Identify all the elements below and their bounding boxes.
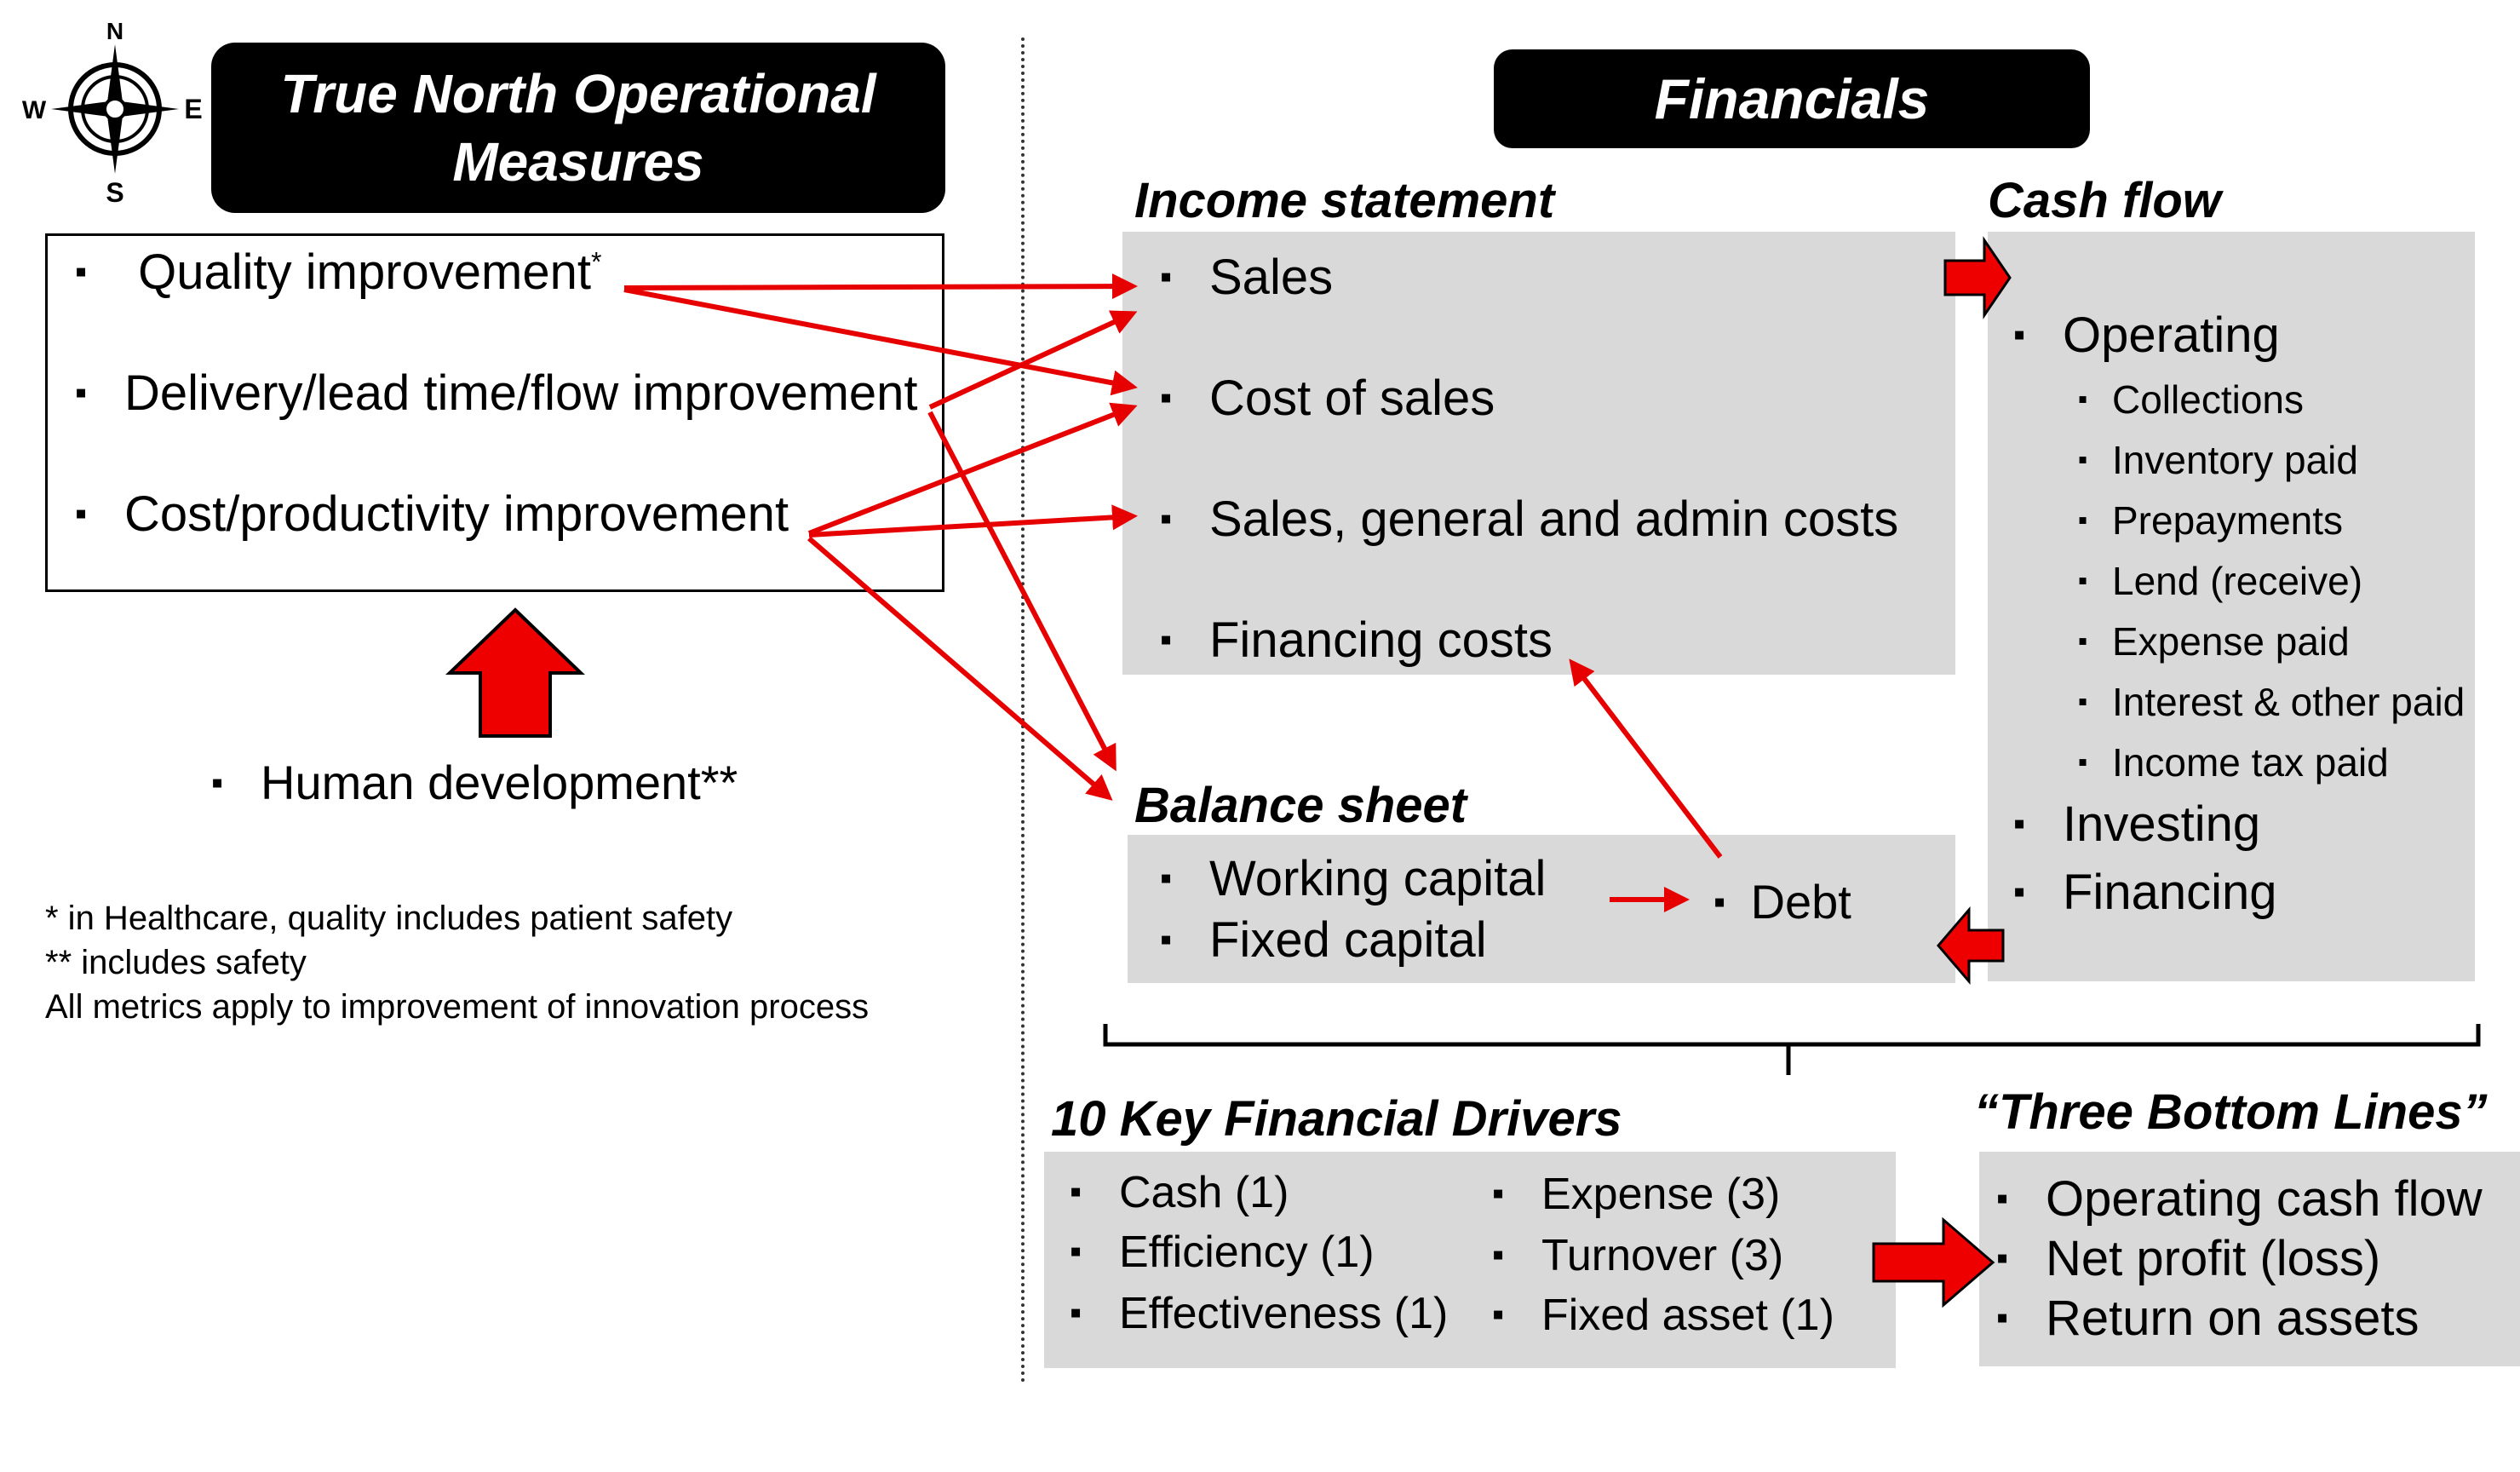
measure-quality-label: Quality improvement	[138, 244, 591, 300]
operational-title-line1: True North Operational	[280, 63, 876, 124]
cash-financing: Financing	[2013, 864, 2276, 921]
cash-operating: Operating	[2013, 307, 2280, 364]
arrow-income-to-cash-icon	[1943, 236, 2012, 319]
driver-efficiency: Efficiency (1)	[1070, 1227, 1375, 1278]
cash-expense-paid: Expense paid	[2078, 618, 2350, 664]
arrow-cost-to-sga	[808, 504, 1138, 538]
operational-measures-box	[45, 233, 944, 592]
measure-quality: Quality improvement*	[75, 244, 601, 301]
arrow-debt-to-financing-costs	[1569, 658, 1723, 859]
balance-debt-label: Debt	[1750, 875, 1851, 929]
grouping-brace	[1103, 1024, 2481, 1075]
balance-working-capital: Working capital	[1160, 850, 1546, 907]
driver-effectiveness: Effectiveness (1)	[1070, 1288, 1448, 1339]
driver-turnover: Turnover (3)	[1492, 1230, 1783, 1281]
drivers-header: 10 Key Financial Drivers	[1051, 1091, 1622, 1147]
bottom-return-on-assets: Return on assets	[1996, 1290, 2419, 1347]
bottom-net-profit: Net profit (loss)	[1996, 1230, 2380, 1287]
cash-collections: Collections	[2078, 377, 2304, 423]
income-sales: Sales	[1160, 249, 1333, 306]
compass-s: S	[106, 177, 123, 204]
arrow-delivery-to-balance	[927, 411, 1116, 772]
cash-prepayments: Prepayments	[2078, 497, 2343, 543]
balance-fixed-capital: Fixed capital	[1160, 911, 1487, 969]
compass-n: N	[106, 18, 123, 44]
compass-icon: N S W E	[22, 18, 203, 204]
driver-fixed-asset: Fixed asset (1)	[1492, 1290, 1834, 1341]
income-financing-costs: Financing costs	[1160, 612, 1553, 669]
quality-footnote-mark: *	[590, 246, 602, 278]
balance-debt: Debt	[1713, 874, 1851, 929]
arrow-drivers-to-bottom-icon	[1872, 1216, 1995, 1308]
note-innovation: All metrics apply to improvement of inno…	[45, 988, 870, 1026]
arrow-cash-to-balance-icon	[1937, 906, 2005, 986]
bottom-operating-cash-flow: Operating cash flow	[1996, 1170, 2483, 1228]
arrow-cost-to-balance	[807, 536, 1113, 801]
cash-inventory-paid: Inventory paid	[2078, 437, 2358, 483]
note-healthcare: * in Healthcare, quality includes patien…	[45, 900, 733, 937]
arrow-cost-to-cost-of-sales	[807, 402, 1138, 536]
cash-lend-receive: Lend (receive)	[2078, 558, 2362, 604]
cash-interest-paid: Interest & other paid	[2078, 679, 2465, 725]
note-safety: ** includes safety	[45, 944, 307, 981]
section-divider	[1021, 37, 1025, 1383]
compass-w: W	[22, 96, 47, 124]
financials-title: Financials	[1494, 49, 2090, 148]
arrow-quality-to-cost-of-sales	[623, 287, 1138, 396]
driver-cash: Cash (1)	[1070, 1167, 1289, 1218]
driver-expense: Expense (3)	[1492, 1169, 1780, 1220]
compass-e: E	[184, 94, 202, 124]
arrow-quality-to-sales	[623, 273, 1138, 300]
income-sga-costs: Sales, general and admin costs	[1160, 491, 1898, 548]
measure-delivery: Delivery/lead time/flow improvement	[75, 365, 918, 422]
human-development: Human development**	[211, 755, 738, 810]
arrow-delivery-to-sales	[928, 310, 1138, 410]
bottom-lines-header: “Three Bottom Lines”	[1974, 1084, 2488, 1140]
income-cost-of-sales: Cost of sales	[1160, 370, 1495, 427]
balance-sheet-header: Balance sheet	[1134, 778, 1467, 833]
up-arrow-icon	[445, 607, 585, 738]
operational-title-line2: Measures	[452, 131, 704, 193]
measure-cost: Cost/productivity improvement	[75, 486, 789, 543]
income-statement-header: Income statement	[1134, 173, 1555, 228]
operational-measures-title: True North Operational Measures	[211, 43, 945, 213]
cash-investing: Investing	[2013, 796, 2260, 853]
cash-flow-header: Cash flow	[1988, 173, 2221, 228]
cash-income-tax-paid: Income tax paid	[2078, 739, 2389, 785]
